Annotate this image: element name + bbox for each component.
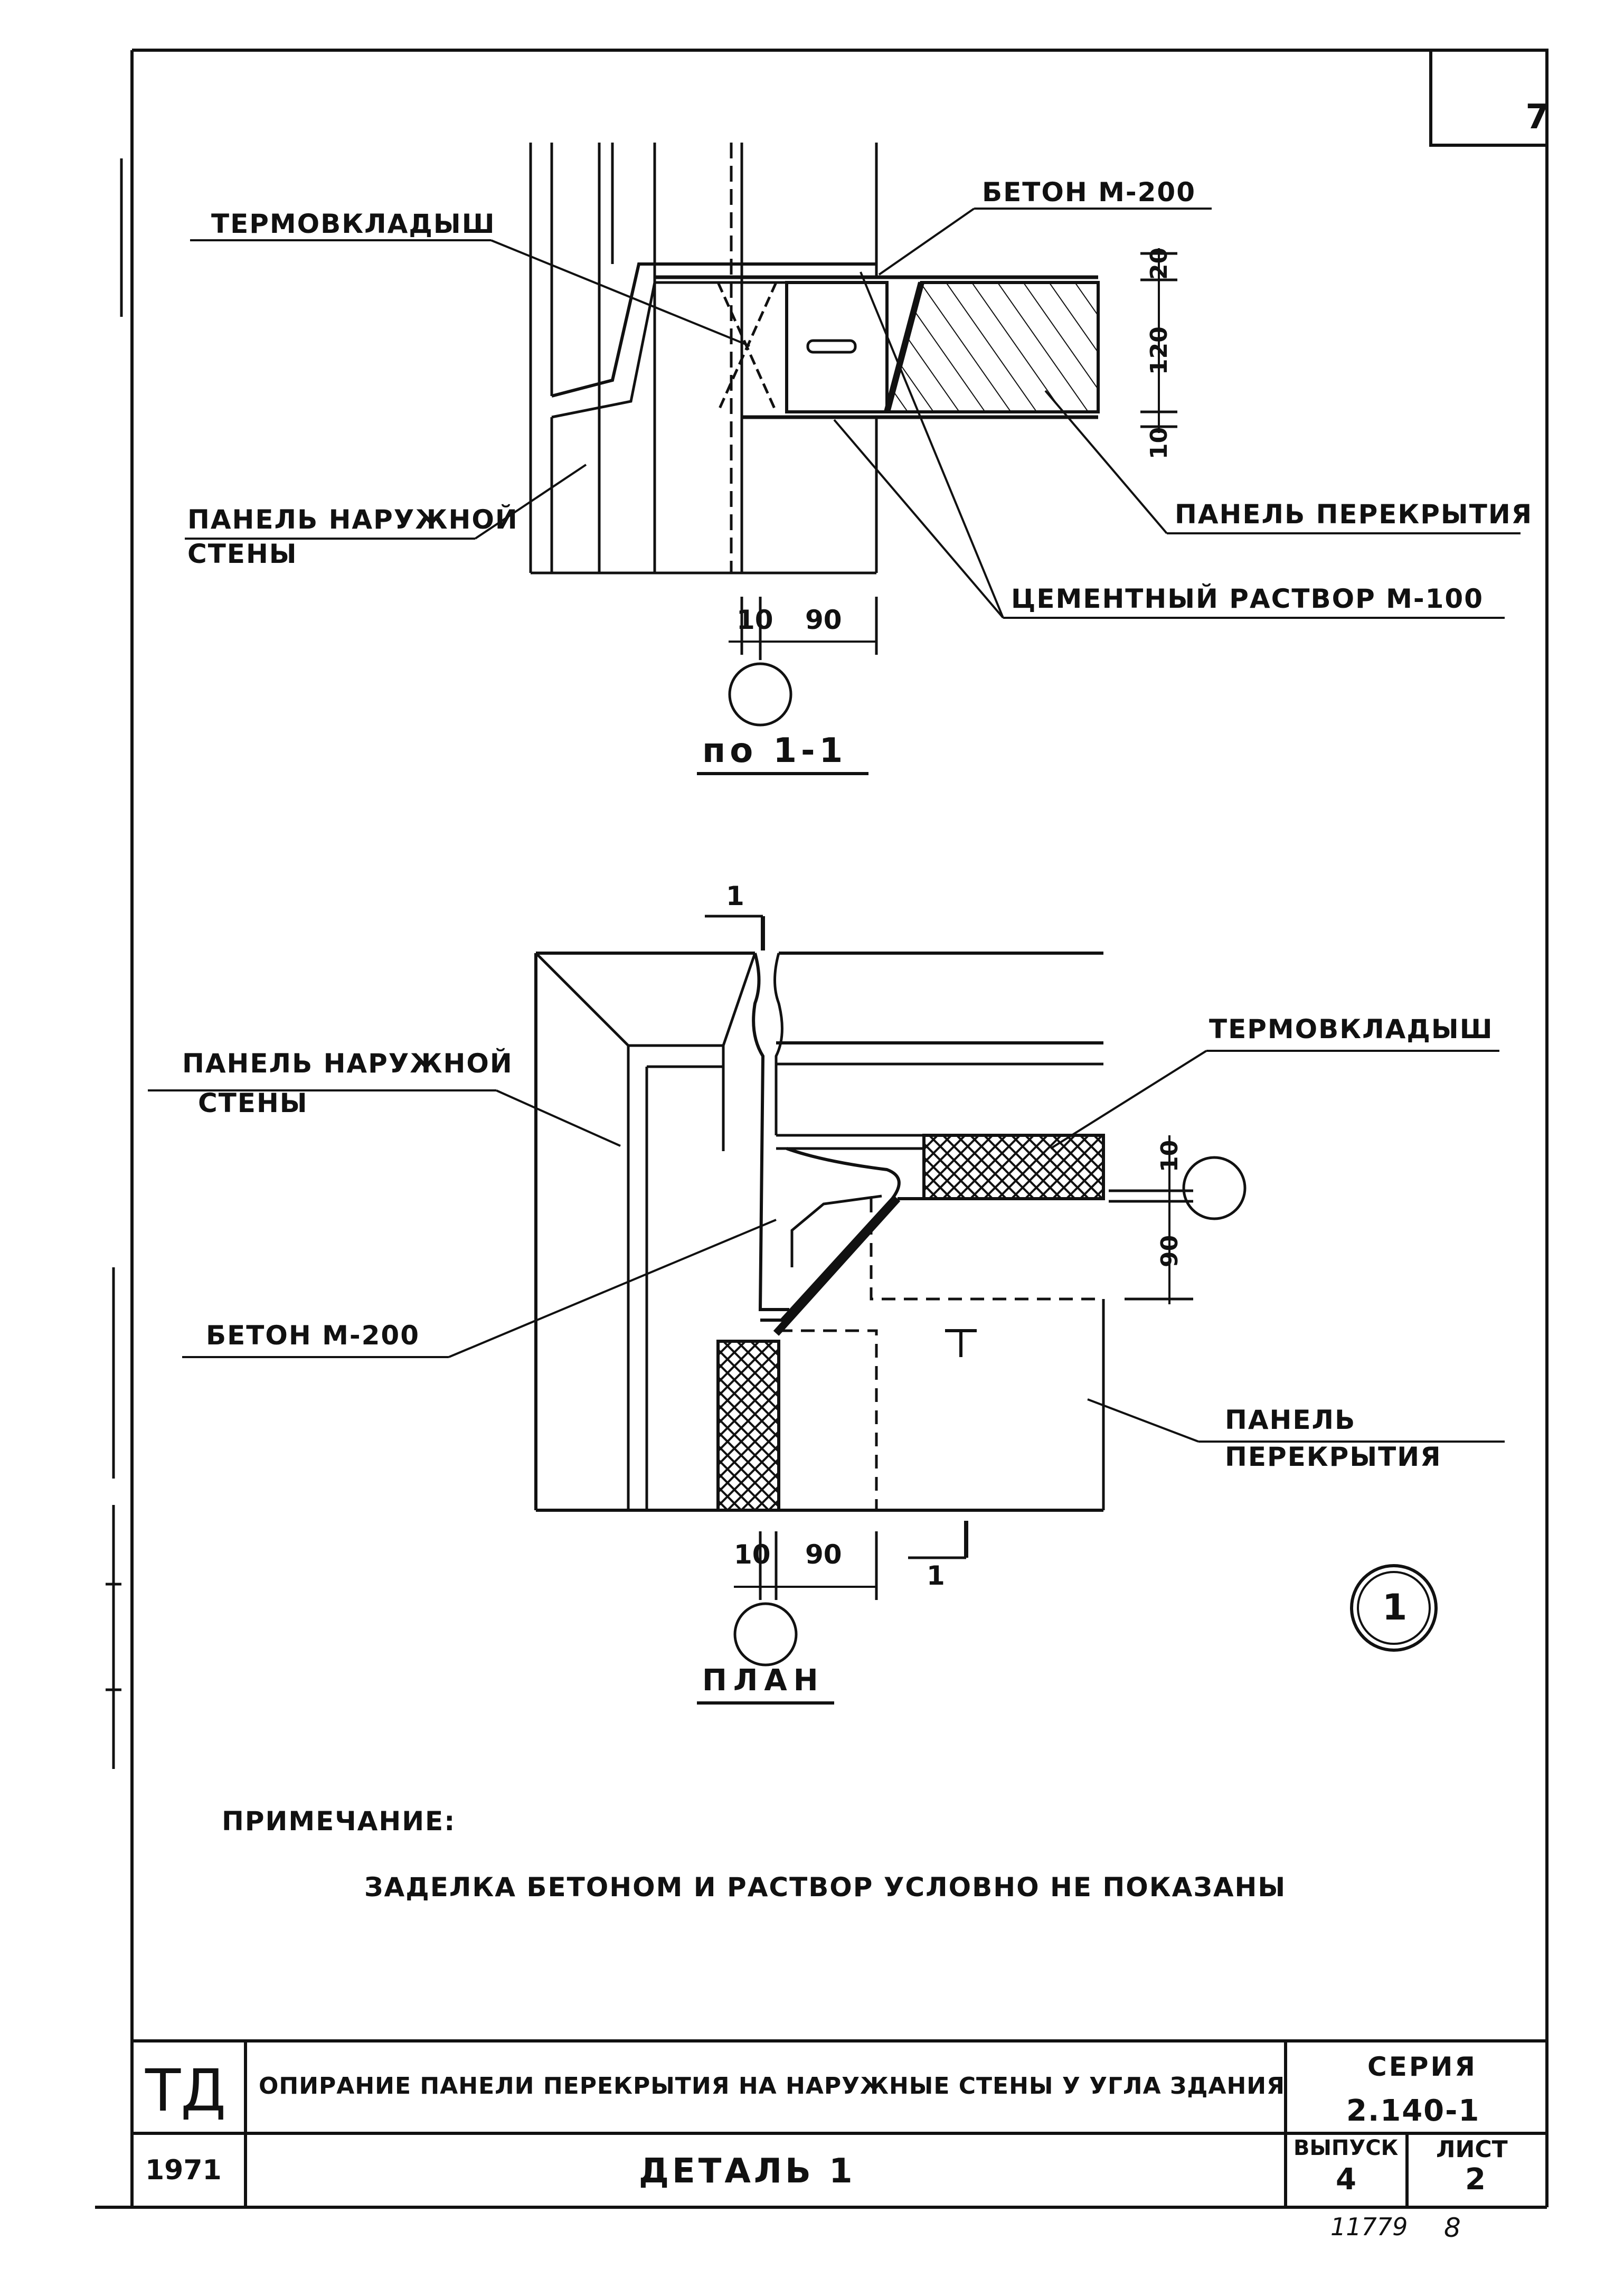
left-stamp-strip bbox=[106, 158, 123, 1769]
plan-label-panel-wall-2: СТЕНЫ bbox=[198, 1088, 308, 1118]
plan-cut-mark-bottom: 1 bbox=[927, 1560, 945, 1591]
plan-label-panel-floor-1: ПАНЕЛЬ bbox=[1225, 1405, 1356, 1435]
plan-dim-v-bot: 90 bbox=[1156, 1235, 1183, 1267]
title-block-subtitle: ДЕТАЛЬ 1 bbox=[639, 2152, 856, 2191]
note-heading: ПРИМЕЧАНИЕ: bbox=[222, 1806, 456, 1837]
section-label-panel-wall-2: СТЕНЫ bbox=[187, 539, 298, 569]
section-dim-mid: 120 bbox=[1146, 326, 1173, 375]
title-block-series-value: 2.140-1 bbox=[1346, 2094, 1480, 2128]
plan-dim-h-right: 90 bbox=[805, 1539, 842, 1570]
plan-drawing bbox=[148, 915, 1505, 1705]
plan-dim-h-left: 10 bbox=[734, 1539, 771, 1570]
title-block-series-label: СЕРИЯ bbox=[1367, 2051, 1477, 2082]
section-dim-h-right: 90 bbox=[805, 605, 842, 635]
title-block-org: ТД bbox=[145, 2057, 226, 2124]
plan-label-panel-floor-2: ПЕРЕКРЫТИЯ bbox=[1225, 1442, 1442, 1472]
archive-number: 11779 bbox=[1330, 2213, 1408, 2241]
plan-dim-v-top: 10 bbox=[1156, 1140, 1183, 1172]
section-title: по 1-1 bbox=[702, 731, 847, 770]
archive-sheet: 8 bbox=[1444, 2213, 1461, 2243]
plan-label-panel-wall-1: ПАНЕЛЬ НАРУЖНОЙ bbox=[182, 1048, 513, 1079]
section-label-mortar: ЦЕМЕНТНЫЙ РАСТВОР М-100 bbox=[1011, 583, 1484, 614]
section-dim-bot: 10 bbox=[1146, 427, 1173, 459]
plan-cut-mark-top: 1 bbox=[726, 881, 744, 911]
section-label-termo: ТЕРМОВКЛАДЫШ bbox=[211, 209, 496, 239]
plan-title: ПЛАН bbox=[702, 1663, 825, 1698]
title-block-year: 1971 bbox=[145, 2154, 222, 2186]
title-block-title: ОПИРАНИЕ ПАНЕЛИ ПЕРЕКРЫТИЯ НА НАРУЖНЫЕ С… bbox=[259, 2073, 1285, 2100]
sheet-number: 7 bbox=[1525, 98, 1550, 137]
title-block-issue-value: 4 bbox=[1336, 2162, 1356, 2197]
sheet-frame bbox=[95, 49, 1549, 2209]
section-1-1-drawing bbox=[185, 143, 1521, 775]
section-label-beton: БЕТОН М-200 bbox=[982, 177, 1196, 208]
note-text: ЗАДЕЛКА БЕТОНОМ И РАСТВОР УСЛОВНО НЕ ПОК… bbox=[364, 1872, 1287, 1903]
plan-detail-number: 1 bbox=[1382, 1587, 1409, 1629]
title-block-sheet-value: 2 bbox=[1465, 2162, 1486, 2197]
title-block-frame bbox=[132, 2039, 1547, 2207]
title-block-sheet-label: ЛИСТ bbox=[1436, 2136, 1508, 2163]
plan-label-termo: ТЕРМОВКЛАДЫШ bbox=[1209, 1014, 1494, 1044]
section-dim-top: 20 bbox=[1146, 247, 1173, 280]
section-label-panel-floor: ПАНЕЛЬ ПЕРЕКРЫТИЯ bbox=[1175, 499, 1533, 530]
section-label-panel-wall-1: ПАНЕЛЬ НАРУЖНОЙ bbox=[187, 504, 518, 535]
section-dim-h-left: 10 bbox=[737, 605, 773, 635]
title-block-issue-label: ВЫПУСК bbox=[1293, 2136, 1399, 2160]
plan-label-beton: БЕТОН М-200 bbox=[206, 1320, 420, 1351]
